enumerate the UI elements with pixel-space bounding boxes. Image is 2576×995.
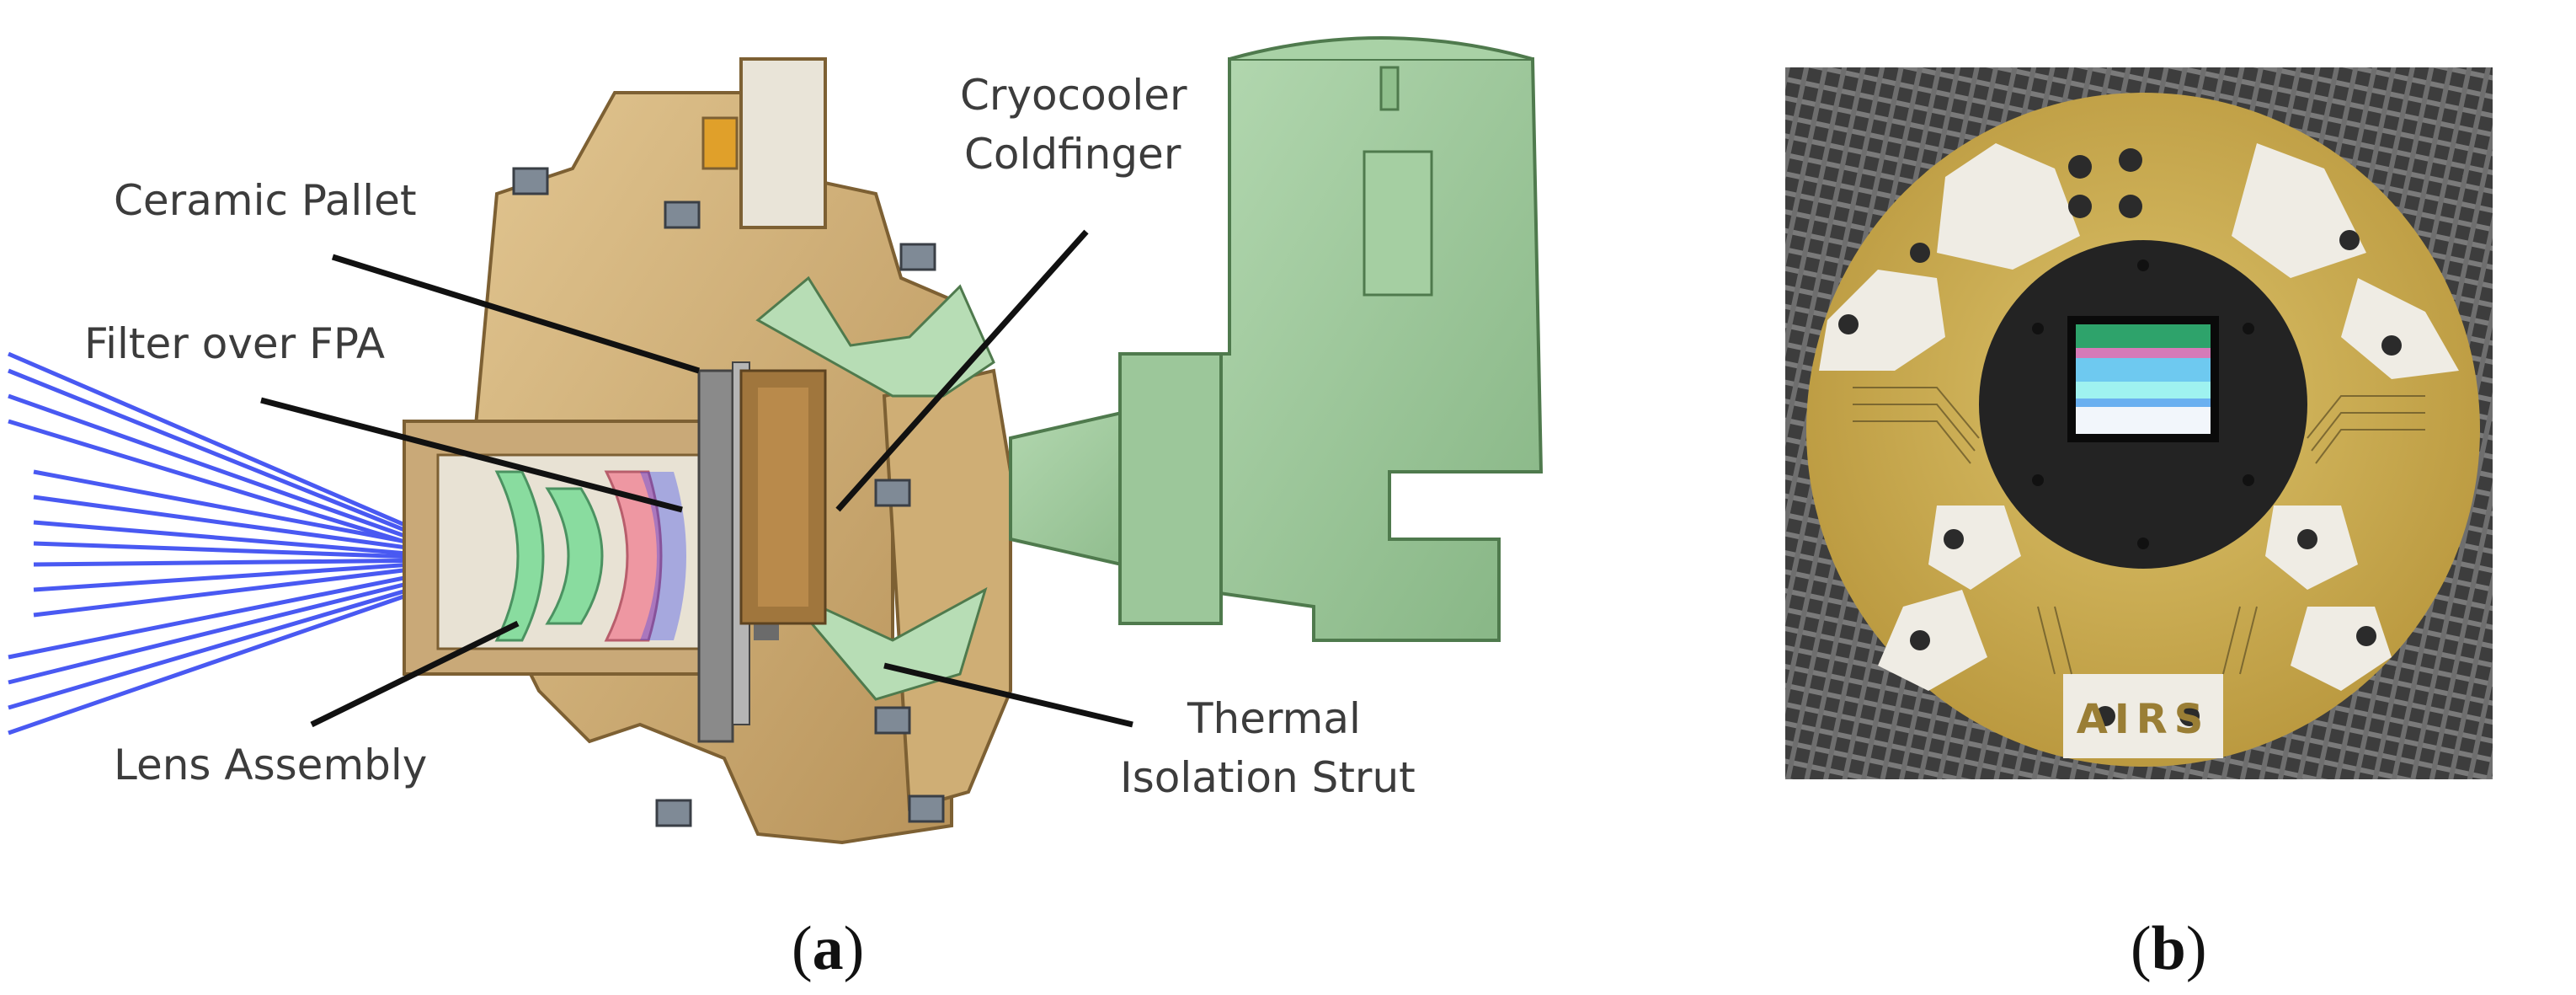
callout-leader-lines	[260, 229, 1133, 728]
mounting-bolts	[512, 167, 945, 827]
callout-thermal-line1: Thermal	[1187, 694, 1361, 743]
callout-coldfinger-line2: Coldfinger	[964, 130, 1181, 179]
leader-lens-assembly	[310, 620, 520, 728]
callout-cryocooler-line1: Cryocooler	[960, 71, 1187, 120]
board-traces	[1853, 387, 2425, 675]
panel-label-a: (a)	[792, 914, 864, 983]
leader-filter-over-fpa	[260, 397, 683, 513]
panel-a-cross-section: Ceramic Pallet Filter over FPA Cryocoole…	[8, 36, 1544, 983]
leader-ceramic-pallet	[331, 254, 701, 374]
spectral-filter-stripes-icon	[2067, 316, 2219, 442]
leader-cryocooler-coldfinger	[835, 229, 1089, 512]
callout-isolation-strut-line2: Isolation Strut	[1120, 753, 1416, 802]
panel-label-b: (b)	[2131, 914, 2206, 983]
lens-elements	[494, 470, 686, 642]
board-mounting-holes	[1838, 148, 2402, 726]
cryocooler-assembly	[739, 36, 1544, 701]
mount-screw-holes	[2032, 259, 2254, 549]
callout-filter-over-fpa: Filter over FPA	[84, 319, 385, 368]
leader-thermal-isolation-strut	[883, 662, 1133, 728]
board-logo-airs: AIRS	[2077, 696, 2211, 743]
callout-lens-assembly: Lens Assembly	[114, 741, 427, 789]
panel-b-photo: AIRS (b)	[1785, 67, 2493, 983]
callout-ceramic-pallet: Ceramic Pallet	[114, 176, 417, 225]
